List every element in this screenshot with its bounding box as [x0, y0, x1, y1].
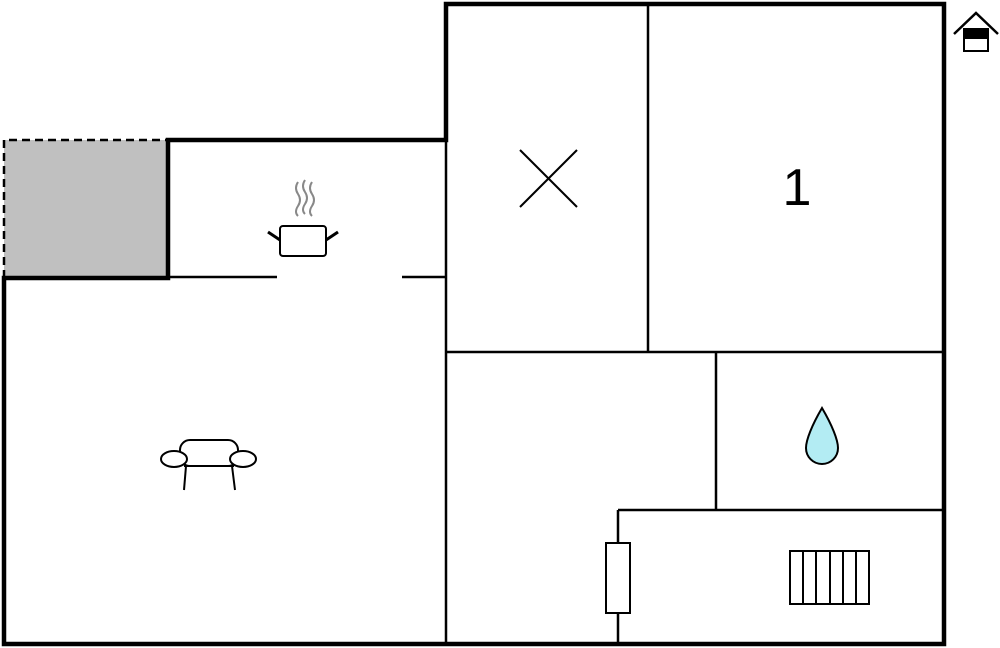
- outer-walls: [1, 1, 947, 647]
- house-floor-icon: [953, 11, 999, 52]
- terrace-dashed-edge: [2, 138, 168, 278]
- wall-heater-icon: [605, 542, 631, 614]
- terrace-area: [4, 140, 168, 278]
- cross-icon: [519, 149, 578, 208]
- water-drop-icon: [804, 406, 840, 465]
- radiator-icon: [789, 550, 870, 605]
- sofa-icon: [160, 439, 257, 491]
- bedroom-label: 1: [783, 159, 812, 217]
- inner-walls: [168, 4, 944, 644]
- cooking-pot-icon: [267, 179, 339, 257]
